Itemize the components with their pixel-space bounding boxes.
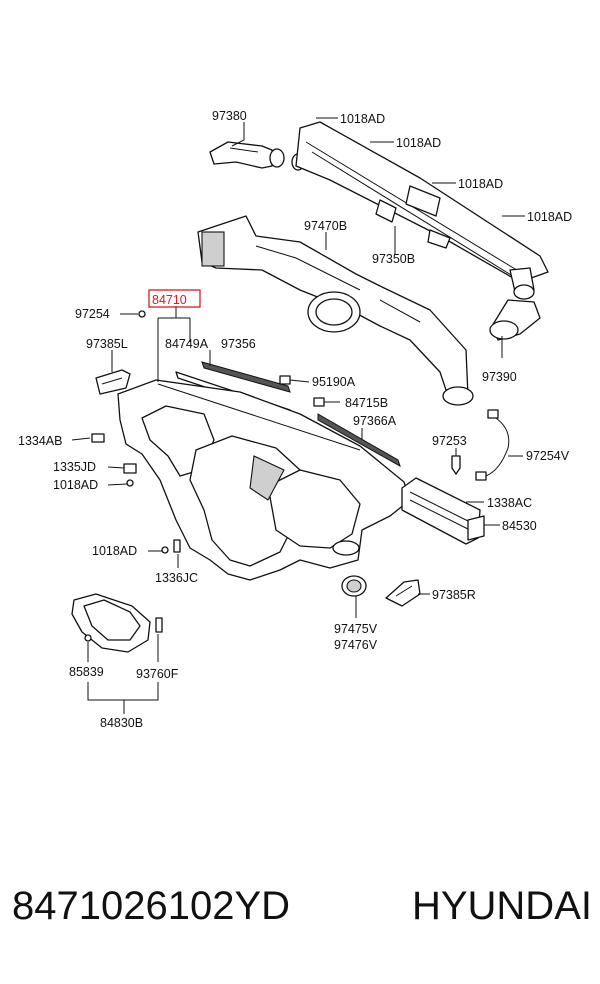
label-93760F: 93760F [136, 667, 179, 681]
label-97253: 97253 [432, 434, 467, 448]
wire-97254V [475, 409, 510, 481]
label-1018AD-a: 1018AD [340, 112, 385, 126]
label-97350B: 97350B [372, 252, 415, 266]
fastener-84715B [313, 397, 325, 407]
cluster-hood-84830B [71, 593, 163, 653]
label-1018AD-e: 1018AD [53, 478, 98, 492]
clip-1334AB [91, 433, 105, 443]
crash-pad-84710 [117, 379, 411, 581]
label-84749A: 84749A [165, 337, 209, 351]
label-97366A: 97366A [353, 414, 397, 428]
label-1338AC: 1338AC [487, 496, 532, 510]
label-97475V: 97475V [334, 622, 378, 636]
sensor-97253 [451, 455, 461, 475]
label-84715B: 84715B [345, 396, 388, 410]
label-84530: 84530 [502, 519, 537, 533]
brand-name: HYUNDAI [411, 884, 592, 928]
part-number: 8471026102YD [12, 884, 291, 928]
round-vent-97475V [341, 575, 367, 597]
side-vent-97385L [95, 369, 131, 395]
center-duct-97470B [197, 215, 474, 406]
fastener-95190A [279, 375, 291, 385]
leader-lines [71, 117, 525, 714]
clip-1335JD [123, 463, 137, 474]
label-97356: 97356 [221, 337, 256, 351]
defrost-strip-97366A [317, 413, 401, 468]
part-caption: 8471026102YD HYUNDAI [12, 884, 592, 944]
label-97385R: 97385R [432, 588, 476, 602]
clip-1336JC [173, 539, 181, 553]
label-1018AD-d: 1018AD [527, 210, 572, 224]
bolt-1018AD-e [126, 479, 134, 487]
label-85839: 85839 [69, 665, 104, 679]
label-97390: 97390 [482, 370, 517, 384]
label-97254V: 97254V [526, 449, 570, 463]
label-97380: 97380 [212, 109, 247, 123]
label-97385L: 97385L [86, 337, 128, 351]
highlight-box [148, 289, 201, 308]
label-1334AB: 1334AB [18, 434, 62, 448]
label-95190A: 95190A [312, 375, 356, 389]
defroster-duct-97350B [295, 121, 549, 300]
label-1018AD-f: 1018AD [92, 544, 137, 558]
side-vent-97385R [385, 579, 421, 607]
label-84710: 84710 [152, 293, 187, 307]
label-1018AD-b: 1018AD [396, 136, 441, 150]
label-97470B: 97470B [304, 219, 347, 233]
duct-97390 [489, 299, 541, 341]
label-1336JC: 1336JC [155, 571, 198, 585]
clip-97254 [138, 310, 146, 318]
label-84830B: 84830B [100, 716, 143, 730]
label-1335JD: 1335JD [53, 460, 96, 474]
label-1018AD-c: 1018AD [458, 177, 503, 191]
bolt-1018AD-f [161, 546, 169, 554]
label-97476V: 97476V [334, 638, 378, 652]
duct-97380 [209, 141, 285, 169]
label-97254: 97254 [75, 307, 110, 321]
tray-84530 [401, 477, 485, 545]
